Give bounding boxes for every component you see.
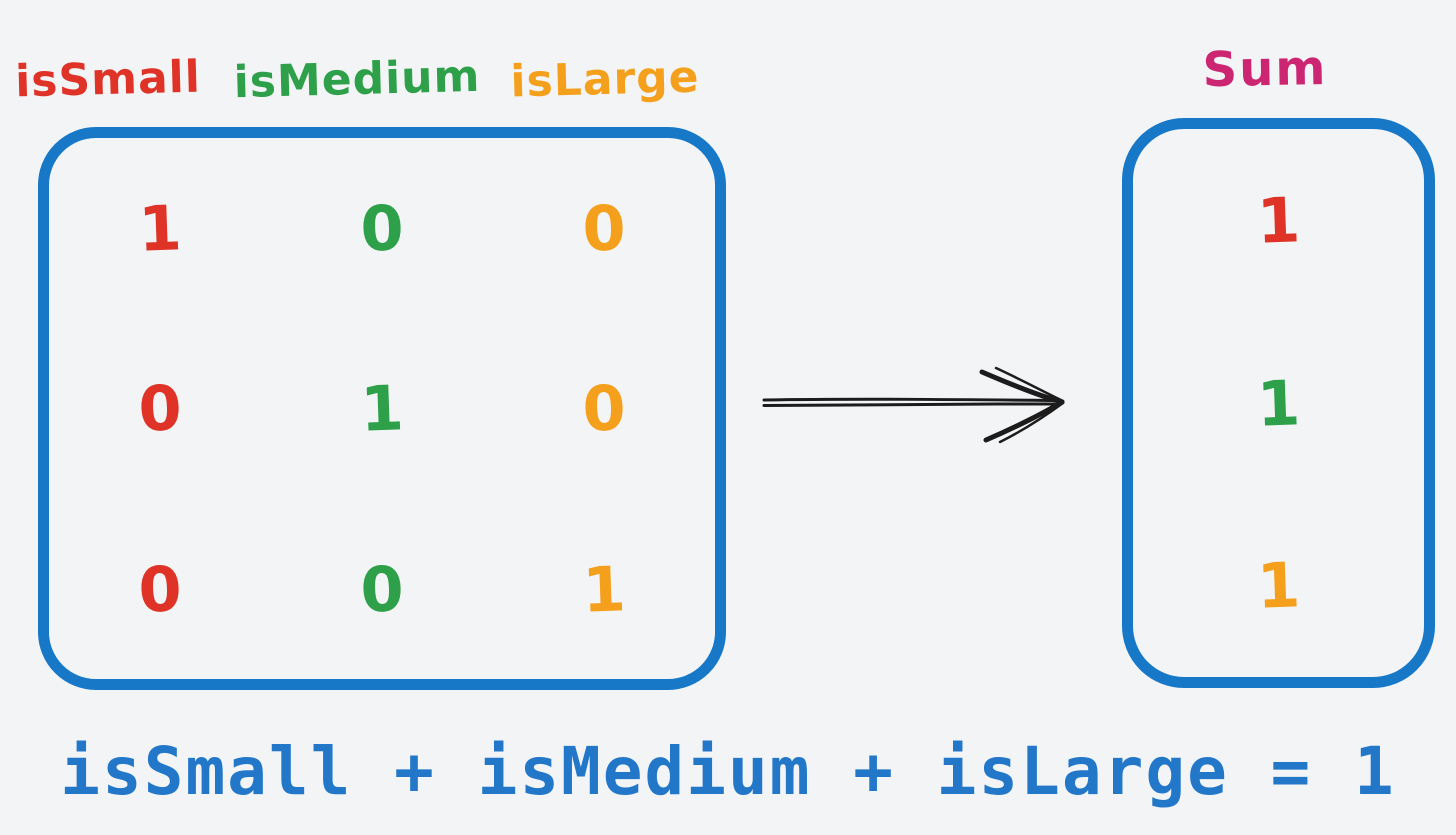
sum-vector-box: 1 1 1 — [1122, 118, 1435, 688]
sum-vector-grid: 1 1 1 — [1133, 129, 1424, 677]
arrow-right-icon — [756, 358, 1078, 450]
column-header-ismedium: isMedium — [233, 50, 481, 108]
one-hot-matrix-box: 1 0 0 0 1 0 0 0 1 — [38, 127, 726, 690]
matrix-cell-r1c1: 1 — [359, 371, 405, 446]
sum-cell-1: 1 — [1255, 365, 1302, 441]
matrix-cell-r1c0: 0 — [137, 371, 183, 446]
column-header-islarge: isLarge — [509, 51, 701, 107]
column-header-issmall: isSmall — [14, 51, 202, 107]
matrix-cell-r1c2: 0 — [581, 371, 627, 446]
constraint-equation: isSmall + isMedium + isLarge = 1 — [60, 732, 1396, 810]
matrix-cell-r2c1: 0 — [359, 551, 405, 627]
matrix-cell-r2c0: 0 — [137, 551, 183, 627]
column-header-sum: Sum — [1202, 39, 1328, 99]
matrix-cell-r0c2: 0 — [581, 190, 627, 266]
one-hot-matrix-grid: 1 0 0 0 1 0 0 0 1 — [49, 138, 715, 679]
matrix-cell-r0c1: 0 — [359, 190, 405, 266]
sum-cell-2: 1 — [1255, 548, 1302, 623]
sum-cell-0: 1 — [1255, 183, 1302, 258]
matrix-cell-r2c2: 1 — [581, 551, 627, 627]
matrix-cell-r0c0: 1 — [137, 190, 183, 266]
